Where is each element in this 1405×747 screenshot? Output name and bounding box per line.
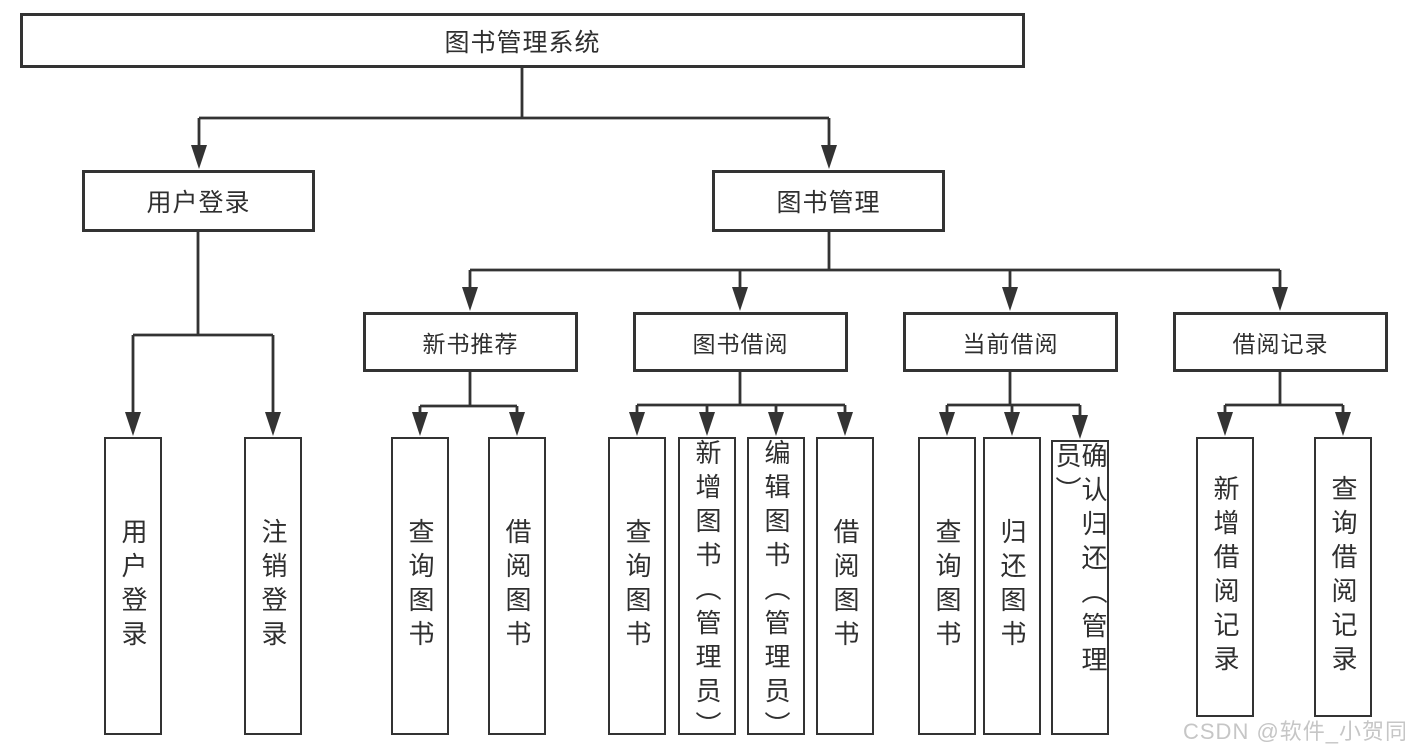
arrow-icon [1002,287,1018,311]
connector-root-to-level2 [191,68,837,169]
node-current-borrowing: 当前借阅 [903,312,1118,372]
arrow-icon [768,412,784,436]
connector-new-book-recommendation-children [412,372,525,436]
arrow-icon [412,412,428,436]
watermark: CSDN @软件_小贺同学 [1183,719,1405,744]
connector-line [418,372,519,418]
leaf-logout-login: 注销登录 [244,437,302,735]
node-borrowing-records: 借阅记录 [1173,312,1388,372]
leaf-query-books-current: 查询图书 [918,437,976,735]
connector-book-borrowing-children [629,372,853,436]
leaf-user-login: 用户登录 [104,437,162,735]
node-library-system: 图书管理系统 [20,13,1025,68]
node-user-login: 用户登录 [82,170,315,232]
leaf-query-books-borrowing: 查询图书 [608,437,666,735]
arrow-icon [821,145,837,169]
connector-line [197,68,831,150]
arrow-icon [732,287,748,311]
arrow-icon [699,412,715,436]
arrow-icon [125,412,141,436]
leaf-borrow-books-recommend: 借阅图书 [488,437,546,735]
arrow-icon [265,412,281,436]
arrow-icon [191,145,207,169]
leaf-query-books-recommend: 查询图书 [391,437,449,735]
node-book-borrowing: 图书借阅 [633,312,848,372]
arrow-icon [1004,412,1020,436]
leaf-edit-books-admin: 编辑图书（管理员） [747,437,805,735]
arrow-icon [509,412,525,436]
connector-current-borrowing-children [939,372,1088,439]
arrow-icon [629,412,645,436]
arrow-icon [939,412,955,436]
connector-book-management-children [462,232,1288,311]
connector-user-login-children [125,232,281,436]
node-book-management: 图书管理 [712,170,945,232]
connector-borrowing-records-children [1217,372,1351,436]
leaf-query-borrow-record: 查询借阅记录 [1314,437,1372,717]
leaf-add-books-admin: 新增图书（管理员） [678,437,736,735]
leaf-borrow-books-borrowing: 借阅图书 [816,437,874,735]
arrow-icon [837,412,853,436]
leaf-add-borrow-record: 新增借阅记录 [1196,437,1254,717]
arrow-icon [1072,415,1088,439]
arrow-icon [1217,412,1233,436]
connector-line [468,232,1282,293]
arrow-icon [462,287,478,311]
leaf-confirm-return-admin: 确认归还（管理员） [1051,440,1109,735]
connector-line [945,372,1082,421]
arrow-icon [1335,412,1351,436]
leaf-return-books: 归还图书 [983,437,1041,735]
connector-line [131,232,275,418]
arrow-icon [1272,287,1288,311]
connector-line [1223,372,1345,418]
connector-line [635,372,847,418]
node-new-book-recommendation: 新书推荐 [363,312,578,372]
